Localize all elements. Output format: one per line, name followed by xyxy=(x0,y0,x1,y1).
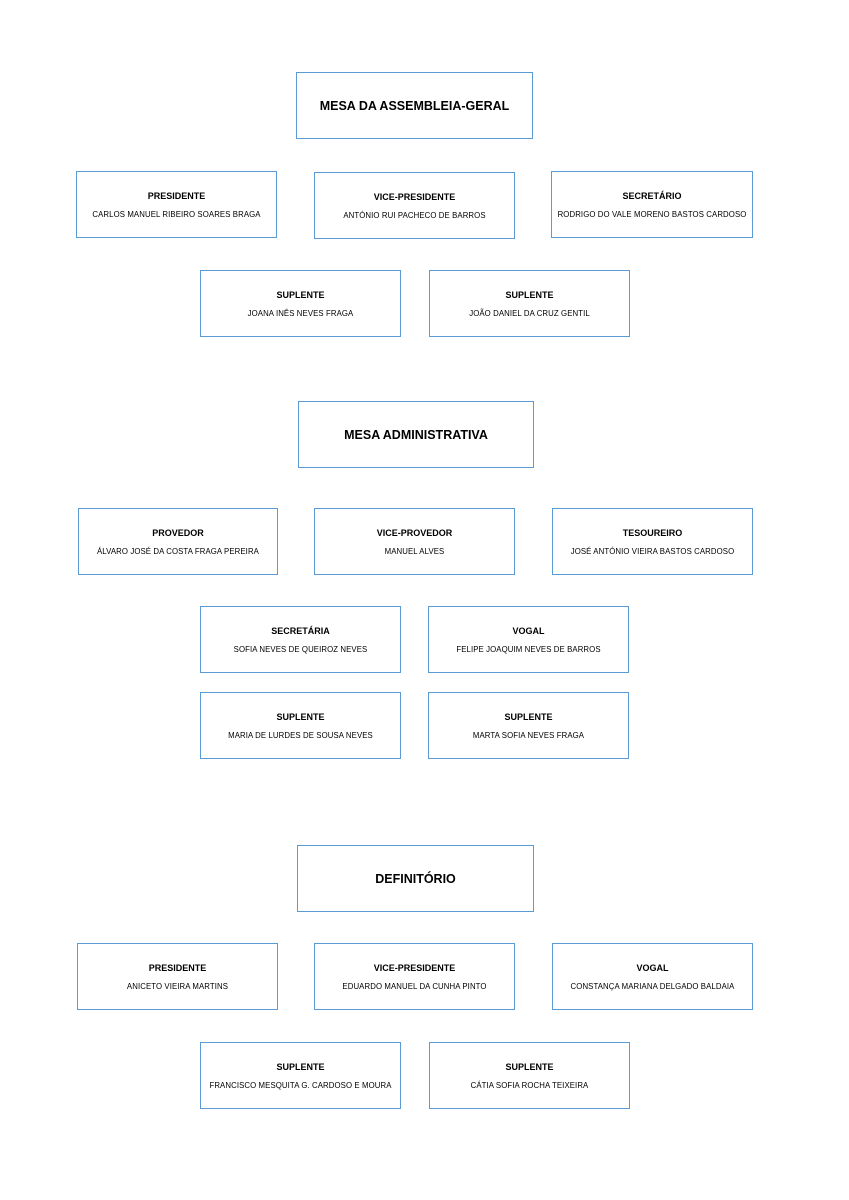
member-name: SOFIA NEVES DE QUEIROZ NEVES xyxy=(233,644,368,654)
member-card-secretario: SECRETÁRIO RODRIGO DO VALE MORENO BASTOS… xyxy=(551,171,753,238)
member-card-suplente: SUPLENTE JOÃO DANIEL DA CRUZ GENTIL xyxy=(429,270,630,337)
member-role: SUPLENTE xyxy=(504,711,553,722)
member-name: FELIPE JOAQUIM NEVES DE BARROS xyxy=(456,644,601,654)
member-card-suplente: SUPLENTE FRANCISCO MESQUITA G. CARDOSO E… xyxy=(200,1042,401,1109)
member-card-vice-presidente: VICE-PRESIDENTE EDUARDO MANUEL DA CUNHA … xyxy=(314,943,515,1010)
member-card-tesoureiro: TESOUREIRO JOSÉ ANTÓNIO VIEIRA BASTOS CA… xyxy=(552,508,753,575)
member-role: SUPLENTE xyxy=(276,1061,325,1072)
member-name: ANICETO VIEIRA MARTINS xyxy=(126,981,229,991)
member-role: TESOUREIRO xyxy=(622,527,683,538)
member-card-suplente: SUPLENTE CÁTIA SOFIA ROCHA TEIXEIRA xyxy=(429,1042,630,1109)
member-role: VICE-PRESIDENTE xyxy=(373,191,456,202)
member-role: SUPLENTE xyxy=(276,711,325,722)
member-role: VOGAL xyxy=(512,625,545,636)
member-card-presidente: PRESIDENTE ANICETO VIEIRA MARTINS xyxy=(77,943,278,1010)
member-card-suplente: SUPLENTE MARTA SOFIA NEVES FRAGA xyxy=(428,692,629,759)
member-name: JOSÉ ANTÓNIO VIEIRA BASTOS CARDOSO xyxy=(570,546,735,556)
member-card-provedor: PROVEDOR ÁLVARO JOSÉ DA COSTA FRAGA PERE… xyxy=(78,508,278,575)
section-title: DEFINITÓRIO xyxy=(375,871,456,886)
member-role: SECRETÁRIO xyxy=(622,190,682,201)
member-name: CONSTANÇA MARIANA DELGADO BALDAIA xyxy=(570,981,735,991)
member-name: ÁLVARO JOSÉ DA COSTA FRAGA PEREIRA xyxy=(97,546,259,556)
member-name: MANUEL ALVES xyxy=(384,546,445,556)
member-card-vogal: VOGAL CONSTANÇA MARIANA DELGADO BALDAIA xyxy=(552,943,753,1010)
member-name: JOÃO DANIEL DA CRUZ GENTIL xyxy=(469,308,590,318)
section-title: MESA ADMINISTRATIVA xyxy=(344,427,488,442)
member-card-secretaria: SECRETÁRIA SOFIA NEVES DE QUEIROZ NEVES xyxy=(200,606,401,673)
member-role: PRESIDENTE xyxy=(147,190,206,201)
member-card-vice-provedor: VICE-PROVEDOR MANUEL ALVES xyxy=(314,508,515,575)
member-role: PRESIDENTE xyxy=(148,962,207,973)
section-title: MESA DA ASSEMBLEIA-GERAL xyxy=(319,98,510,113)
member-role: SUPLENTE xyxy=(276,289,325,300)
member-role: SECRETÁRIA xyxy=(271,625,330,636)
member-name: CÁTIA SOFIA ROCHA TEIXEIRA xyxy=(470,1080,589,1090)
member-card-vogal: VOGAL FELIPE JOAQUIM NEVES DE BARROS xyxy=(428,606,629,673)
member-card-suplente: SUPLENTE JOANA INÊS NEVES FRAGA xyxy=(200,270,401,337)
member-name: EDUARDO MANUEL DA CUNHA PINTO xyxy=(342,981,487,991)
member-role: VOGAL xyxy=(636,962,669,973)
member-card-presidente: PRESIDENTE CARLOS MANUEL RIBEIRO SOARES … xyxy=(76,171,277,238)
member-name: JOANA INÊS NEVES FRAGA xyxy=(247,308,354,318)
member-name: CARLOS MANUEL RIBEIRO SOARES BRAGA xyxy=(92,209,261,219)
member-name: MARIA DE LURDES DE SOUSA NEVES xyxy=(228,730,373,740)
member-role: PROVEDOR xyxy=(152,527,204,538)
section-header-definitorio: DEFINITÓRIO xyxy=(297,845,534,912)
member-role: SUPLENTE xyxy=(505,1061,554,1072)
member-card-suplente: SUPLENTE MARIA DE LURDES DE SOUSA NEVES xyxy=(200,692,401,759)
member-role: VICE-PROVEDOR xyxy=(376,527,453,538)
member-name: MARTA SOFIA NEVES FRAGA xyxy=(472,730,585,740)
member-card-vice-presidente: VICE-PRESIDENTE ANTÓNIO RUI PACHECO DE B… xyxy=(314,172,515,239)
section-header-mesa-administrativa: MESA ADMINISTRATIVA xyxy=(298,401,534,468)
member-name: ANTÓNIO RUI PACHECO DE BARROS xyxy=(343,210,486,220)
section-header-assembleia-geral: MESA DA ASSEMBLEIA-GERAL xyxy=(296,72,533,139)
member-role: VICE-PRESIDENTE xyxy=(373,962,456,973)
member-role: SUPLENTE xyxy=(505,289,554,300)
member-name: RODRIGO DO VALE MORENO BASTOS CARDOSO xyxy=(557,209,747,219)
member-name: FRANCISCO MESQUITA G. CARDOSO E MOURA xyxy=(209,1080,392,1090)
